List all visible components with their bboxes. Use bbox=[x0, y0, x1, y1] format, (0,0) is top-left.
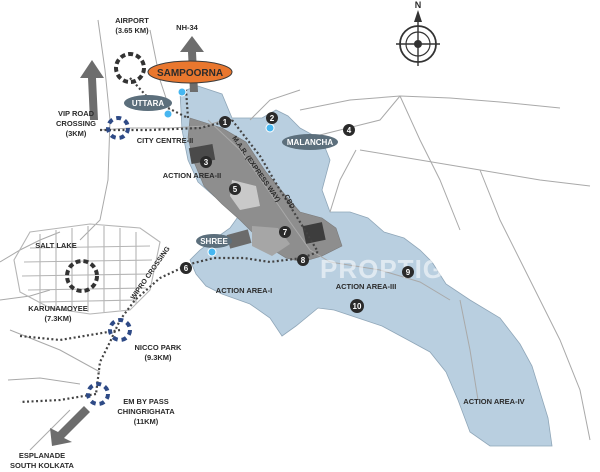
marker-5: 5 bbox=[229, 183, 241, 195]
roundabout-icon bbox=[65, 259, 99, 293]
em-bypass-distance: (11KM) bbox=[134, 417, 159, 426]
city-centre-label: CITY CENTRE-II bbox=[137, 136, 194, 145]
uttara-badge bbox=[124, 95, 172, 111]
compass-north: N bbox=[415, 0, 422, 10]
watermark: PROPTIGER bbox=[320, 254, 482, 284]
block-near-shree bbox=[226, 229, 252, 249]
shree-label: SHREE bbox=[200, 237, 228, 246]
svg-text:6: 6 bbox=[184, 264, 189, 273]
karunamoyee-distance: (7.3KM) bbox=[44, 314, 72, 323]
location-pin-icon bbox=[163, 109, 173, 119]
airport-distance: (3.65 KM) bbox=[115, 26, 149, 35]
marker-1: 1 bbox=[219, 116, 231, 128]
marker-4: 4 bbox=[343, 124, 355, 136]
uttara-label: UTTARA bbox=[132, 99, 165, 108]
roundabout-icon bbox=[86, 382, 110, 406]
action-area-i-label: ACTION AREA-I bbox=[216, 286, 272, 295]
vip-road-label: VIP ROAD bbox=[58, 109, 95, 118]
svg-text:3: 3 bbox=[204, 158, 209, 167]
location-pin-icon bbox=[177, 87, 187, 97]
salt-lake-label: SALT LAKE bbox=[35, 241, 77, 250]
svg-text:2: 2 bbox=[270, 114, 275, 123]
vip-road-label-2: CROSSING bbox=[56, 119, 96, 128]
shree-badge bbox=[196, 234, 232, 248]
marker-6: 6 bbox=[180, 262, 192, 274]
chingrighata-label: CHINGRIGHATA bbox=[117, 407, 175, 416]
roundabout-icon bbox=[114, 52, 146, 84]
svg-text:8: 8 bbox=[301, 256, 306, 265]
svg-text:5: 5 bbox=[233, 185, 238, 194]
south-kolkata-label: SOUTH KOLKATA bbox=[10, 461, 74, 470]
direction-arrow-icon bbox=[80, 60, 104, 120]
location-pin-icon bbox=[207, 247, 217, 257]
marker-2: 2 bbox=[266, 112, 278, 124]
nh34-label: NH-34 bbox=[176, 23, 199, 32]
marker-8: 8 bbox=[297, 254, 309, 266]
compass-icon bbox=[396, 10, 440, 66]
vip-road-distance: (3KM) bbox=[66, 129, 87, 138]
airport-label: AIRPORT bbox=[115, 16, 149, 25]
action-area-iv-label: ACTION AREA-IV bbox=[463, 397, 524, 406]
location-pin-icon bbox=[265, 123, 275, 133]
marker-10: 10 bbox=[350, 299, 364, 313]
roundabout-icon bbox=[106, 116, 130, 140]
svg-text:4: 4 bbox=[347, 126, 352, 135]
sampoorna-label: SAMPOORNA bbox=[157, 68, 223, 79]
svg-text:10: 10 bbox=[353, 302, 362, 311]
marker-7: 7 bbox=[279, 226, 291, 238]
sampoorna-badge bbox=[147, 60, 233, 84]
karunamoyee-label: KARUNAMOYEE bbox=[28, 304, 88, 313]
marker-3: 3 bbox=[200, 156, 212, 168]
nicco-park-label: NICCO PARK bbox=[135, 343, 183, 352]
action-area-ii-zone bbox=[187, 117, 343, 263]
action-area-iii-label: ACTION AREA-III bbox=[336, 282, 397, 291]
em-bypass-label: EM BY PASS bbox=[123, 397, 169, 406]
svg-text:7: 7 bbox=[283, 228, 288, 237]
malancha-label: MALANCHA bbox=[287, 138, 333, 147]
cbd-block bbox=[302, 222, 326, 244]
action-area-ii-label: ACTION AREA-II bbox=[163, 171, 221, 180]
esplanade-label: ESPLANADE bbox=[19, 451, 65, 460]
nicco-park-distance: (9.3KM) bbox=[144, 353, 172, 362]
svg-text:1: 1 bbox=[223, 118, 228, 127]
svg-text:9: 9 bbox=[406, 268, 411, 277]
direction-arrow-icon bbox=[50, 406, 90, 446]
marker-9: 9 bbox=[402, 266, 414, 278]
malancha-badge bbox=[282, 134, 338, 150]
roundabout-icon bbox=[108, 318, 132, 342]
